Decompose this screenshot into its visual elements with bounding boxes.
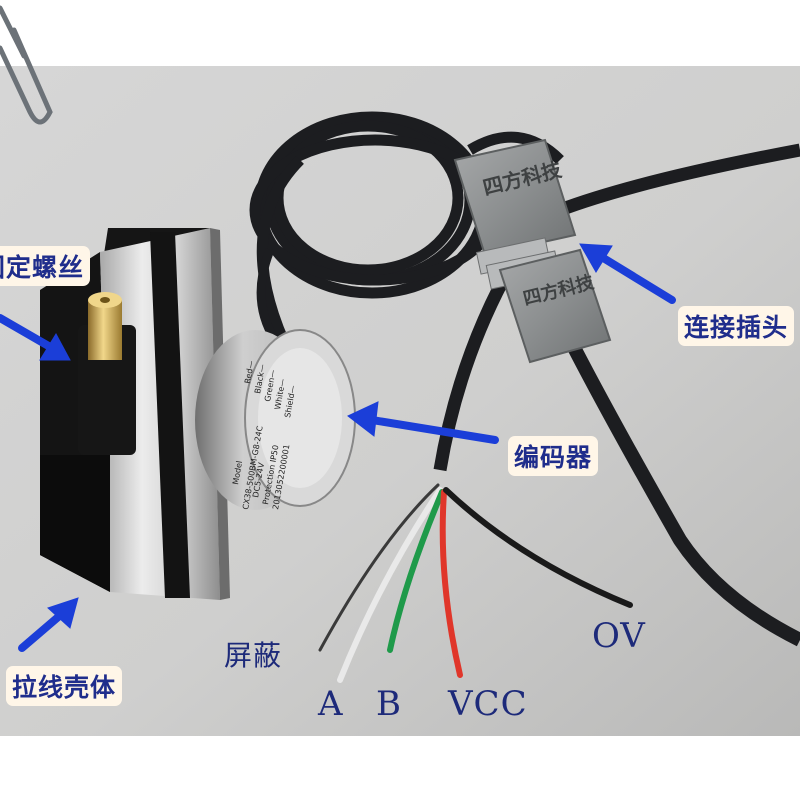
label-vcc: VCC <box>448 684 528 724</box>
sticker-wire-1: Red— <box>243 360 256 384</box>
label-connector: 连接插头 <box>678 306 795 346</box>
connector-lower <box>485 248 612 364</box>
label-housing: 拉线壳体 <box>6 666 123 706</box>
fixing-screw <box>78 292 136 455</box>
label-shield: 屏蔽 <box>224 639 283 672</box>
encoder <box>195 329 356 510</box>
label-fixing-screw: 固定螺丝 <box>0 246 91 286</box>
arrow-connector <box>579 243 676 304</box>
annotation-arrows <box>0 243 676 652</box>
arrow-fixing-screw <box>0 314 71 361</box>
output-cable <box>553 316 800 647</box>
signal-wires <box>318 483 633 683</box>
arrow-housing <box>18 597 79 652</box>
label-b: B <box>376 684 402 724</box>
wire-red <box>439 489 463 678</box>
arrow-encoder <box>347 401 499 444</box>
wire-black <box>443 487 633 608</box>
wire-shield <box>318 483 440 652</box>
label-a: A <box>318 684 344 724</box>
sticker-info-1: Model <box>231 460 244 485</box>
wire-green <box>387 489 445 653</box>
label-ov: OV <box>592 616 646 656</box>
label-encoder: 编码器 <box>508 436 599 476</box>
paperclip <box>0 5 53 125</box>
cable-right <box>557 143 800 217</box>
cable-loop-left <box>256 248 279 343</box>
connector-upper <box>453 138 577 275</box>
wire-white <box>337 487 443 683</box>
encoder-cable-upper <box>256 156 304 358</box>
